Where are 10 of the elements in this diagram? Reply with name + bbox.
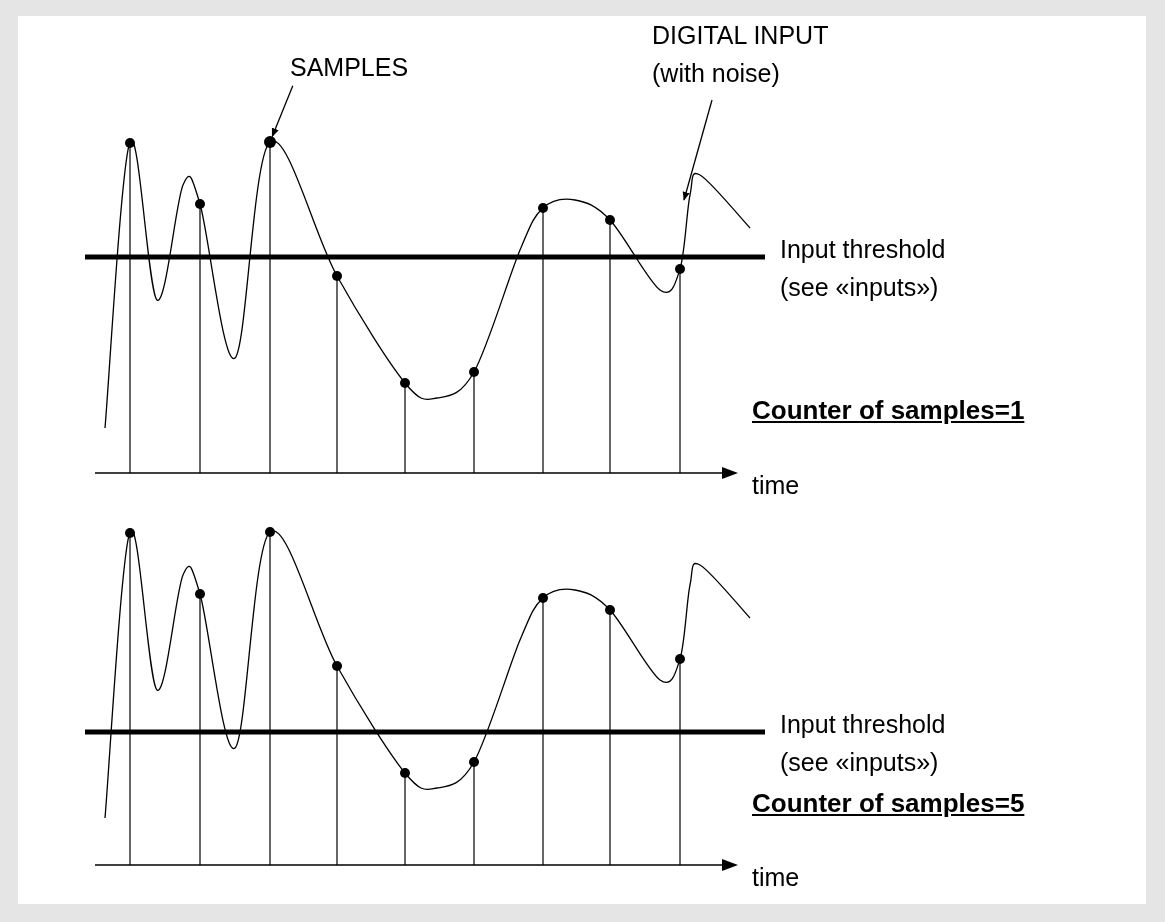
axis-label: time — [752, 470, 801, 501]
counter-label: Counter of samples=5 — [752, 787, 1026, 819]
callout-label: SAMPLES — [290, 52, 410, 83]
counter-label: Counter of samples=1 — [752, 394, 1026, 426]
threshold-label: Input threshold (see «inputs») — [780, 709, 947, 778]
axis-label: time — [752, 862, 801, 893]
leader-line — [271, 85, 294, 138]
callout-label: DIGITAL INPUT (with noise) — [652, 20, 829, 89]
leader-line — [682, 99, 713, 201]
threshold-label: Input threshold (see «inputs») — [780, 234, 947, 303]
